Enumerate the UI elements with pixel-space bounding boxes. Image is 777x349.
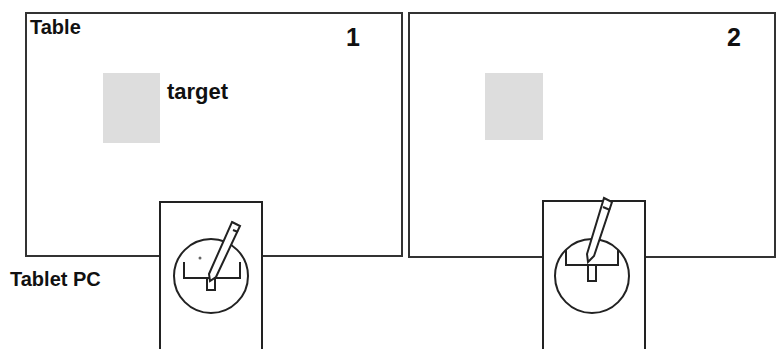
panel-number: 2 (727, 24, 741, 52)
device-label: Tablet PC (10, 268, 101, 290)
target-square (485, 73, 543, 140)
target-square: target (103, 73, 160, 143)
tablet-pc (543, 198, 645, 349)
panel-number: 1 (346, 24, 360, 52)
table-area: Table 1 target (26, 13, 402, 256)
tablet-pc (160, 202, 262, 349)
target-label: target (167, 80, 228, 104)
table-area: 2 (409, 13, 775, 257)
table-heading: Table (30, 16, 81, 38)
